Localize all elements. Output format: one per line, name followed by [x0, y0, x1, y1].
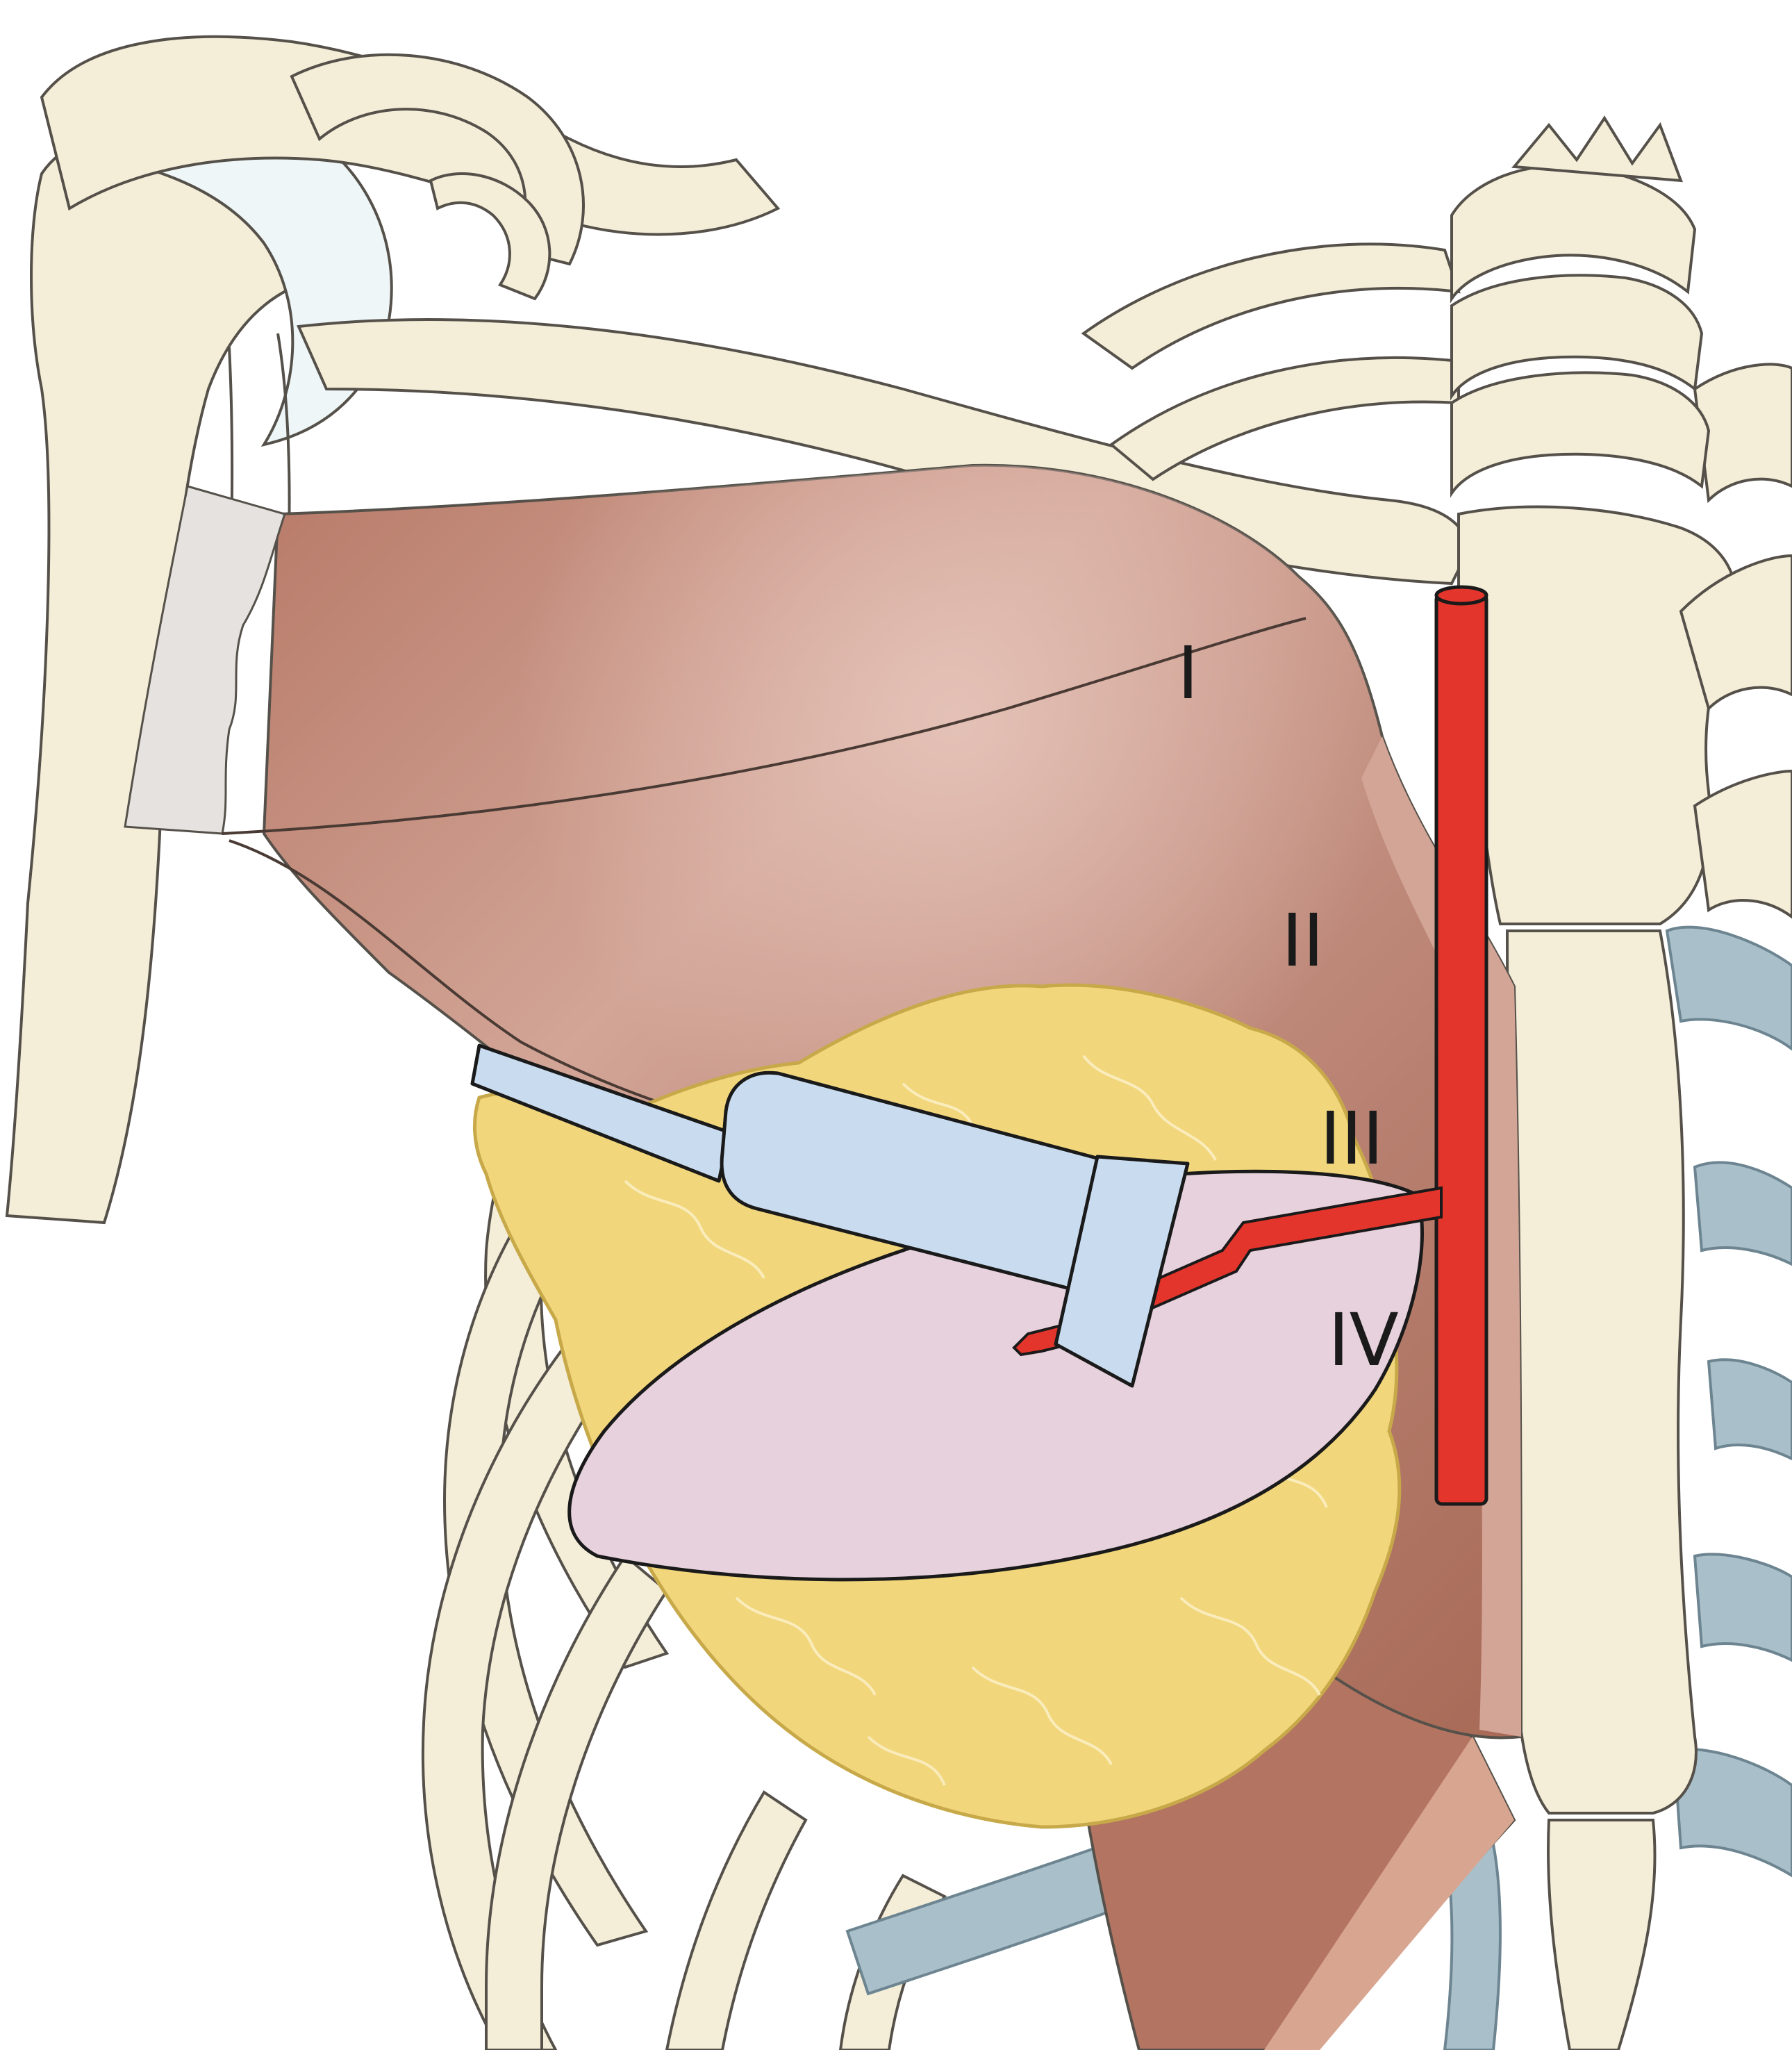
label-level-ii: II: [1281, 898, 1324, 983]
label-level-i: I: [1177, 631, 1199, 716]
internal-mammary-artery: [1436, 587, 1486, 1504]
label-level-iii: III: [1320, 1096, 1384, 1181]
label-level-iv: IV: [1328, 1298, 1399, 1382]
